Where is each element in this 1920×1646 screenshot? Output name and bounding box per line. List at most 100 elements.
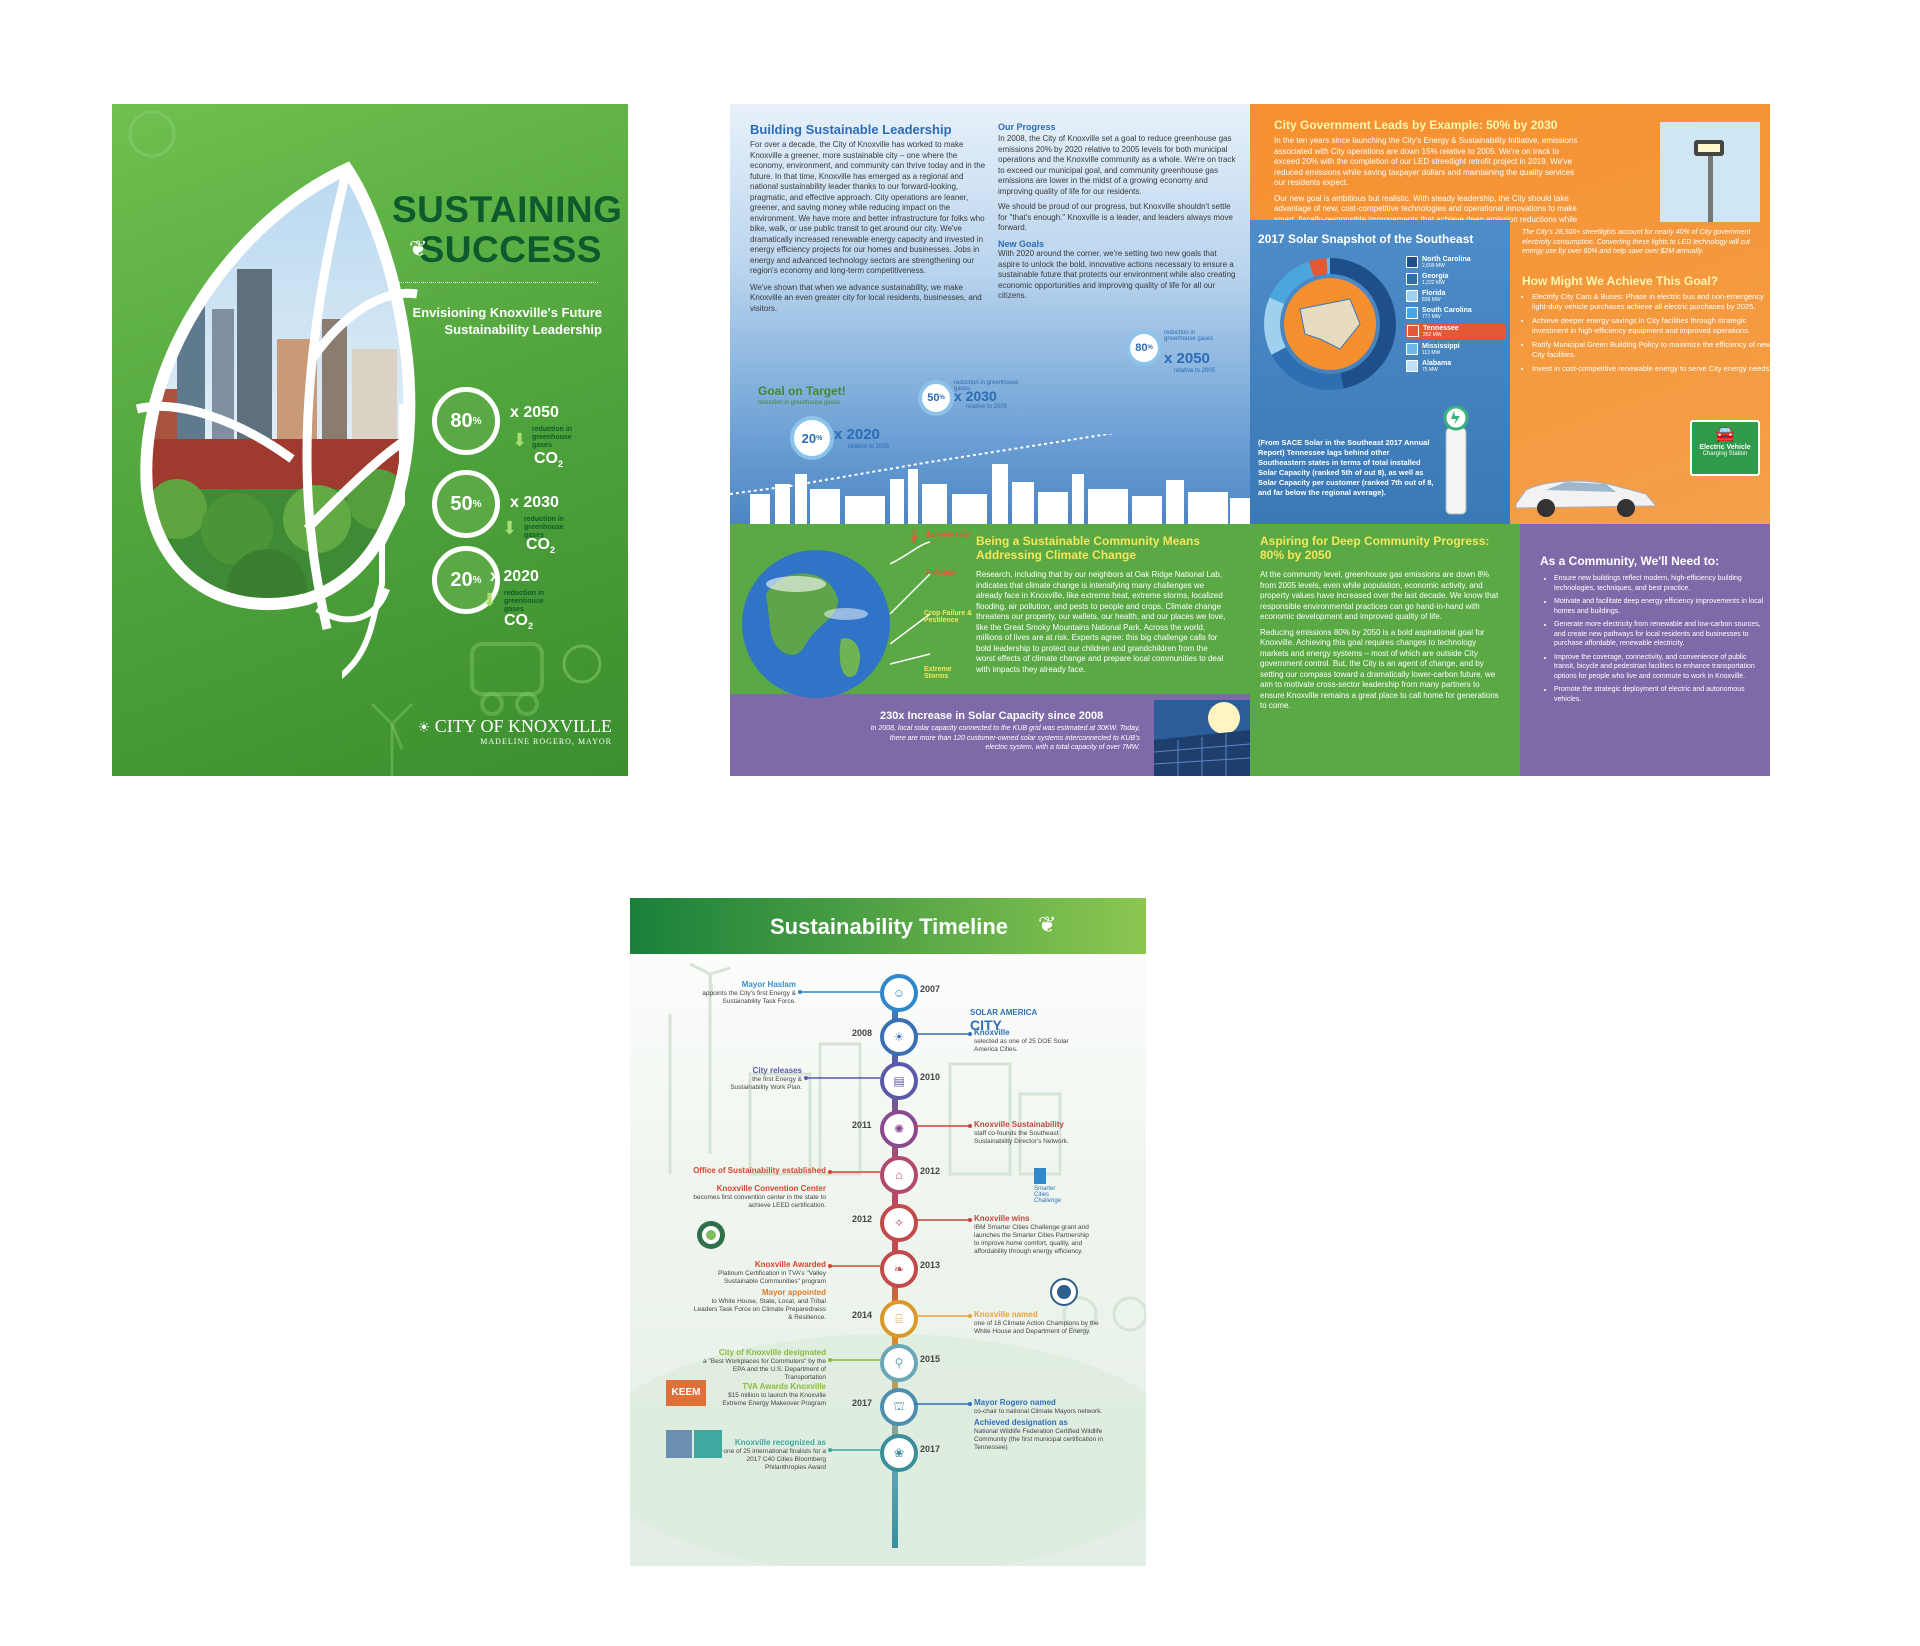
title-divider	[398, 282, 598, 284]
cover-title: SUSTAINING SUCCESS	[392, 189, 623, 270]
building-icon: ⌸	[895, 1311, 903, 1326]
year-label: 2013	[920, 1260, 941, 1270]
logo-name: CITY OF KNOXVILLE	[434, 716, 612, 736]
pin-80-year: x 2050	[1164, 350, 1210, 367]
pin-20-year: x 2020	[834, 426, 880, 443]
pin-20: 20%	[790, 416, 834, 460]
pin-50-rel: relative to 2005	[966, 404, 1008, 410]
year-label: 2007	[920, 984, 941, 994]
leaf-sprout-icon: ❦	[409, 236, 428, 261]
timeline-title: Sustainability Timeline	[770, 914, 1008, 939]
year-label: 2012	[852, 1214, 873, 1224]
aspire-paragraph-1: At the community level, greenhouse gas e…	[1260, 570, 1499, 621]
year-label: 2010	[920, 1072, 941, 1082]
goal-50-circle: 50%	[432, 470, 500, 538]
network-icon: ✺	[893, 1122, 905, 1136]
event-title: Knoxville Awarded	[754, 1260, 826, 1269]
year-label: 2011	[852, 1120, 872, 1130]
sunburst-icon: ☀	[417, 719, 431, 735]
cover-page: SUSTAINING SUCCESS ❦ Envisioning Knoxvil…	[112, 104, 628, 776]
timeline-node-2008: ☀	[880, 1018, 918, 1056]
event-desc: the first Energy & Sustainability Work P…	[730, 1076, 802, 1091]
city-skyline	[730, 434, 1250, 524]
green-section-middle	[1250, 524, 1520, 776]
keem-logo: KEEM	[666, 1380, 706, 1406]
capitol-icon: ⛫	[893, 1399, 905, 1413]
goal-80-label: reduction in greenhouse gases	[532, 426, 573, 449]
event-title: Knoxville wins	[974, 1214, 1030, 1223]
background-icons	[128, 110, 602, 776]
new-goals-paragraph: With 2020 around the corner, we're setti…	[998, 249, 1236, 300]
timeline-node-2007: ☺	[880, 974, 918, 1012]
community-title: Being a Sustainable Community Means Addr…	[976, 534, 1201, 562]
goal-20-co2: CO2	[504, 612, 534, 632]
streetlight-illustration	[1660, 122, 1760, 222]
down-arrow-icon: ⬇	[512, 430, 528, 450]
goal-connector	[342, 404, 405, 680]
goal-20-label: reduction in greenhouse gases	[504, 590, 545, 613]
aspire-text: At the community level, greenhouse gas e…	[1260, 570, 1500, 712]
streetlights-note: The City's 28,500+ streetlights account …	[1522, 229, 1751, 255]
timeline-node-2017b: ❀	[880, 1434, 918, 1472]
event-title: Knoxville named	[974, 1310, 1038, 1319]
timeline-node-2010: ▤	[880, 1062, 918, 1100]
event-connectors	[798, 990, 972, 1452]
achieve-item: Invest in cost-competitive renewable ene…	[1532, 364, 1770, 374]
leaf-illustration	[135, 161, 418, 630]
goal-on-target-sub: reduction in greenhouse gases	[758, 400, 841, 406]
leadership-text: For over a decade, the City of Knoxville…	[750, 140, 990, 314]
tva-platinum-badge	[697, 1221, 725, 1249]
car-icon: 🚘	[1715, 426, 1735, 443]
people-icon: ☺	[892, 986, 906, 1000]
aspire-title: Aspiring for Deep Community Progress: 80…	[1260, 534, 1490, 562]
label-crop-failure: Crop Failure & Pestilence	[924, 610, 973, 624]
solar-snapshot-title: 2017 Solar Snapshot of the Southeast	[1258, 232, 1474, 246]
sun-icon: ☀	[893, 1030, 905, 1044]
leaf-icon: ❧	[893, 1262, 905, 1276]
down-arrow-icon: ⬇	[502, 518, 518, 538]
pin-50-label: reduction in greenhouse gases	[954, 380, 1019, 392]
goal-on-target: Goal on Target!	[758, 384, 846, 398]
leadership-paragraph-1: For over a decade, the City of Knoxville…	[750, 140, 986, 275]
event-desc: becomes first convention center in the s…	[693, 1194, 826, 1209]
cover-title-line1: SUSTAINING	[392, 189, 623, 230]
event-title: Knoxville	[974, 1028, 1010, 1037]
solar-america-logo: SOLAR AMERICA CITY	[970, 1008, 1038, 1033]
need-list: Ensure new buildings reflect modern, hig…	[1542, 574, 1764, 708]
bicycle-icon: ⚲	[894, 1356, 904, 1370]
event-title: Knoxville recognized as	[734, 1438, 826, 1447]
need-item: Generate more electricity from renewable…	[1554, 620, 1764, 649]
event-desc: one of 16 Climate Action Champions by th…	[974, 1320, 1099, 1335]
event-desc: National Wildlife Federation Certified W…	[974, 1428, 1103, 1451]
label-extreme-heat: Extreme Heat	[926, 532, 971, 539]
ev-sign: 🚘 Electric Vehicle Charging Station	[1690, 420, 1760, 476]
year-label: 2008	[852, 1028, 873, 1038]
event-title: Mayor Rogero named	[974, 1398, 1056, 1407]
c40-award-photo	[666, 1430, 722, 1458]
goal-50-year: x 2030	[510, 494, 559, 511]
ev-charger-icon	[1443, 405, 1469, 515]
timeline-node-2017a: ⛫	[880, 1388, 918, 1426]
event-title: City of Knoxville designated	[718, 1348, 826, 1357]
cover-subtitle-line1: Envisioning Knoxville's Future	[412, 305, 602, 320]
need-title: As a Community, We'll Need to:	[1540, 554, 1720, 568]
event-title: City releases	[752, 1066, 802, 1075]
event-title: Knoxville Sustainability	[974, 1120, 1064, 1129]
need-item: Motivate and facilitate deep energy effi…	[1554, 597, 1764, 616]
goal-20-circle: 20%	[432, 546, 500, 614]
goal-50-co2: CO2	[526, 536, 556, 556]
goal-80-co2: CO2	[534, 450, 564, 470]
pin-80: 80%	[1126, 330, 1162, 366]
logo-mayor: MADELINE ROGERO, MAYOR	[480, 737, 612, 746]
progress-title: Our Progress	[998, 122, 1056, 132]
city-government-block: City Government Leads by Example: 50% by…	[1270, 104, 1600, 234]
city-logo: ☀ CITY OF KNOXVILLE MADELINE ROGERO, MAY…	[412, 716, 612, 746]
event-desc: appoints the City's first Energy & Susta…	[702, 990, 796, 1005]
leaf-sprout-icon: ❦	[1038, 912, 1057, 937]
thermometer-icon: 🌡	[906, 528, 924, 544]
